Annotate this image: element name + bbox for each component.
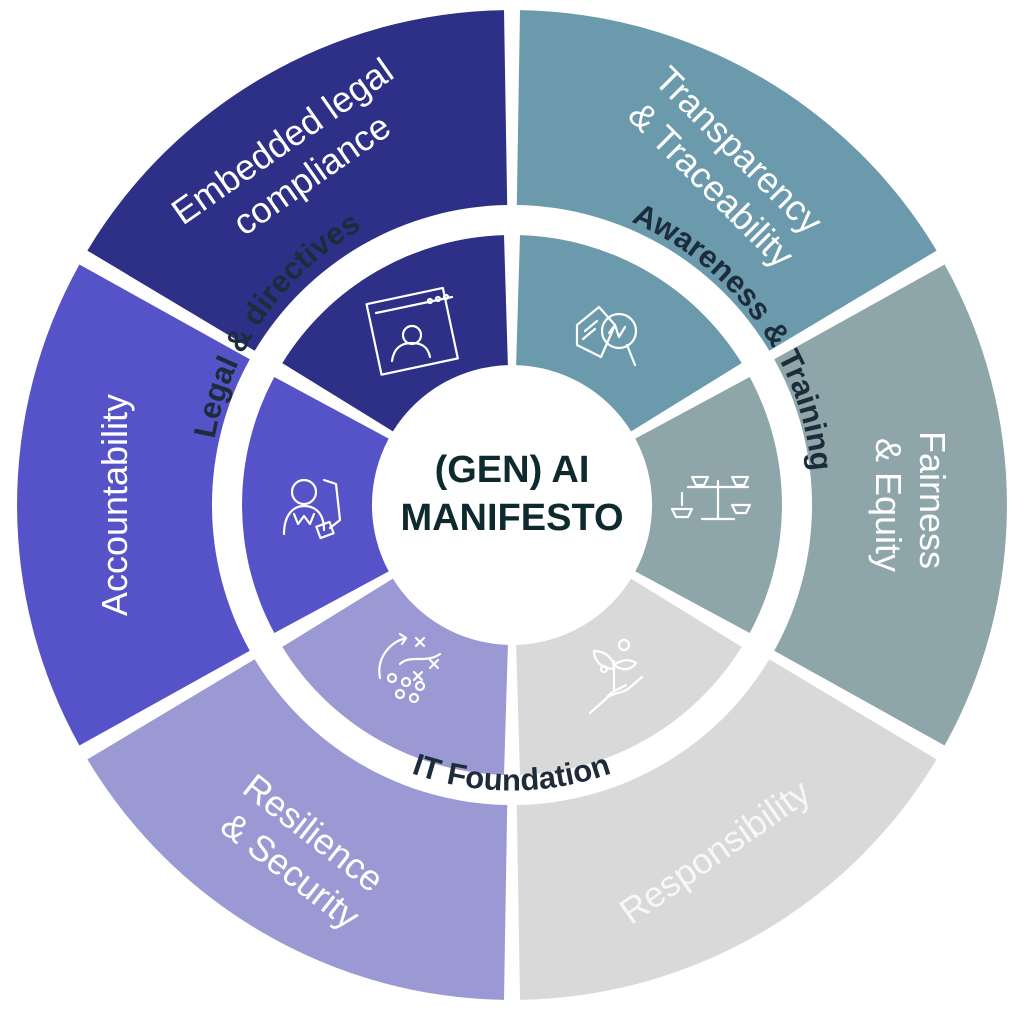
pillar-segment-resilience [87,659,508,1000]
pillar-segment-legal-compliance [87,10,508,351]
pillar-segment-transparency [516,10,937,351]
center-title-line-2: MANIFESTO [400,497,623,539]
scales-icon [670,475,752,521]
outer-ring [17,10,1007,1000]
strategy-play-icon [378,632,442,704]
center-title-line-1: (GEN) AI [435,449,590,491]
pillar-segment-accountability [17,264,250,746]
browser-profile-icon [365,286,459,376]
pillar-label-fairness: Fairness & Equity [868,431,953,579]
inner-segment-legal-compliance [282,235,508,432]
inner-segment-fairness [635,377,782,633]
inner-segment-transparency [516,235,742,432]
center-disc [374,367,650,643]
inner-segment-accountability [242,377,389,633]
hand-plant-icon [588,638,644,715]
pillar-segment-responsibility [516,659,937,1000]
pillar-segment-fairness [774,264,1007,746]
foundation-label-it: IT Foundation [409,747,614,798]
person-certificate-icon [282,478,342,540]
magnifier-document-icon [575,305,638,367]
inner-segment-responsibility [516,578,742,775]
pillar-label-accountability: Accountability [94,394,135,616]
